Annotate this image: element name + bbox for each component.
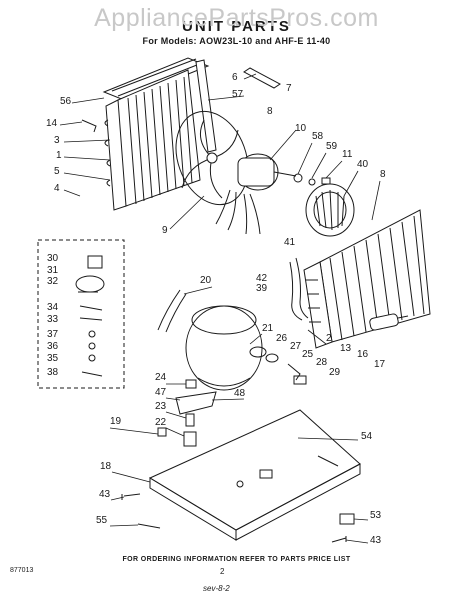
condenser-coil-part <box>104 69 201 211</box>
evaporator-coil-part <box>303 209 431 349</box>
part-callout-1: 1 <box>56 150 62 161</box>
part-callout-32: 32 <box>47 276 59 287</box>
ordering-info-note: FOR ORDERING INFORMATION REFER TO PARTS … <box>122 556 351 563</box>
part-callout-43: 43 <box>370 535 382 546</box>
part-callout-55: 55 <box>96 515 108 526</box>
part-callout-8: 8 <box>267 106 273 117</box>
watermark: AppliancePartsPros.com <box>94 4 379 32</box>
part-callout-6: 6 <box>232 72 238 83</box>
handwritten-note: sev-8-2 <box>203 584 230 593</box>
refrigerant-tubing-part <box>289 257 309 321</box>
part-callout-8: 8 <box>380 169 386 180</box>
small-hardware-part <box>293 173 331 186</box>
fan-blade-part <box>175 110 249 206</box>
wire-harness-part <box>157 289 187 333</box>
part-callout-21: 21 <box>262 323 274 334</box>
part-callout-20: 20 <box>200 275 212 286</box>
part-callout-59: 59 <box>326 141 338 152</box>
compressor-part <box>185 305 263 391</box>
model-subtitle: For Models: AOW23L-10 and AHF-E 11-40 <box>142 36 331 46</box>
part-callout-43: 43 <box>99 489 111 500</box>
part-callout-24: 24 <box>155 372 167 383</box>
part-callout-35: 35 <box>47 353 59 364</box>
page-number: 2 <box>220 567 225 576</box>
base-pan-part <box>148 409 361 541</box>
part-callout-4: 4 <box>54 183 60 194</box>
part-callout-38: 38 <box>47 367 59 378</box>
part-callout-37: 37 <box>47 329 59 340</box>
part-callout-18: 18 <box>100 461 112 472</box>
part-callout-23: 23 <box>155 401 167 412</box>
part-callout-14: 14 <box>46 118 58 129</box>
part-callout-30: 30 <box>47 253 59 264</box>
part-callout-16: 16 <box>357 349 369 360</box>
electrical-parts-box <box>37 239 125 389</box>
part-callout-54: 54 <box>361 431 373 442</box>
part-callout-17: 17 <box>374 359 386 370</box>
part-callout-13: 13 <box>340 343 352 354</box>
part-callout-41: 41 <box>284 237 296 248</box>
blower-wheel-part <box>305 183 355 237</box>
top-rail-part <box>102 57 210 101</box>
filter-drier-part <box>369 313 409 331</box>
part-callout-10: 10 <box>295 123 307 134</box>
part-callout-48: 48 <box>234 388 246 399</box>
part-callout-22: 22 <box>155 417 167 428</box>
document-number: 877013 <box>10 567 34 574</box>
part-callout-25: 25 <box>302 349 314 360</box>
part-callout-56: 56 <box>60 96 72 107</box>
part-callout-39: 39 <box>256 283 268 294</box>
part-callout-11: 11 <box>342 149 353 160</box>
part-callout-26: 26 <box>276 333 288 344</box>
part-callout-34: 34 <box>47 302 59 313</box>
part-callout-7: 7 <box>286 83 292 94</box>
part-callout-47: 47 <box>155 387 167 398</box>
part-callout-33: 33 <box>47 314 59 325</box>
screw-part <box>121 493 355 543</box>
part-callout-31: 31 <box>47 265 59 276</box>
part-callout-3: 3 <box>54 135 60 146</box>
part-callout-57: 57 <box>232 89 244 100</box>
part-callout-9: 9 <box>162 225 168 236</box>
part-callout-27: 27 <box>290 341 302 352</box>
part-callout-2: 2 <box>326 333 332 344</box>
part-callout-5: 5 <box>54 166 60 177</box>
part-callout-28: 28 <box>316 357 328 368</box>
part-callout-40: 40 <box>357 159 369 170</box>
leader-lines <box>59 73 381 544</box>
part-callout-19: 19 <box>110 416 122 427</box>
part-callout-58: 58 <box>312 131 324 142</box>
fan-motor-part <box>215 153 297 235</box>
page-title: UNIT PARTS <box>182 18 291 35</box>
part-callout-53: 53 <box>370 510 382 521</box>
bracket-part <box>81 59 281 153</box>
part-callout-36: 36 <box>47 341 59 352</box>
part-callout-42: 42 <box>256 273 268 284</box>
part-callout-29: 29 <box>329 367 341 378</box>
